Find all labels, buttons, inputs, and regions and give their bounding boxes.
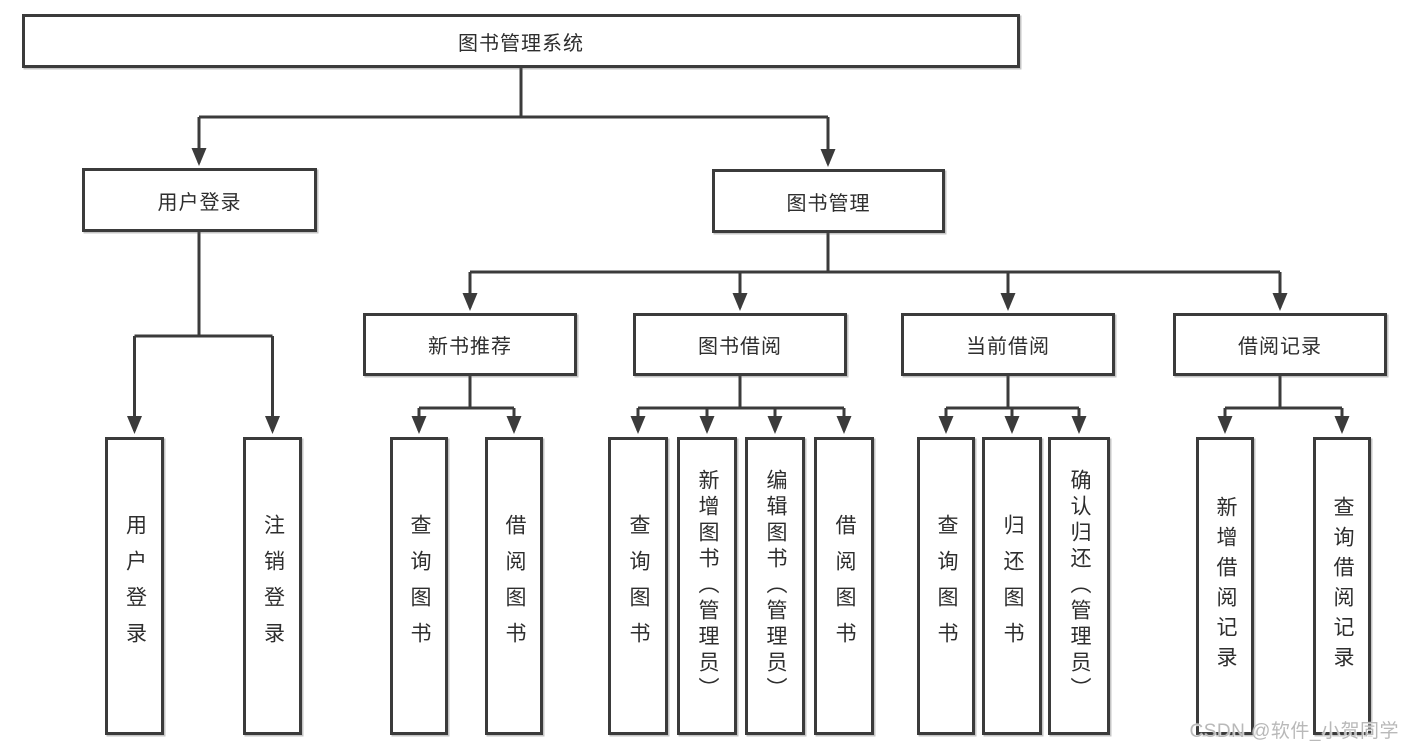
leaf-logout: 注销登录: [243, 437, 302, 735]
node-book-borrowing: 图书借阅: [633, 313, 847, 376]
node-user-login: 用户登录: [82, 168, 317, 232]
node-new-book-recommendation: 新书推荐: [363, 313, 577, 376]
leaf-query-books-2: 查询图书: [608, 437, 668, 735]
leaf-edit-book-admin: 编辑图书（管理员）: [745, 437, 805, 735]
leaf-query-books-1: 查询图书: [390, 437, 448, 735]
leaf-add-borrow-record: 新增借阅记录: [1196, 437, 1254, 735]
leaf-add-book-admin: 新增图书（管理员）: [677, 437, 737, 735]
leaf-borrow-books-2: 借阅图书: [814, 437, 874, 735]
node-borrowing-records: 借阅记录: [1173, 313, 1387, 376]
csdn-watermark: CSDN @软件_小贺同学: [1189, 721, 1399, 742]
node-current-borrowing: 当前借阅: [901, 313, 1115, 376]
leaf-query-borrow-record: 查询借阅记录: [1313, 437, 1371, 735]
node-library-management-system: 图书管理系统: [22, 14, 1020, 68]
leaf-borrow-books-1: 借阅图书: [485, 437, 543, 735]
leaf-user-login: 用户登录: [105, 437, 164, 735]
leaf-return-book: 归还图书: [982, 437, 1042, 735]
node-book-management: 图书管理: [712, 169, 945, 233]
leaf-confirm-return-admin: 确认归还（管理员）: [1048, 437, 1110, 735]
leaf-query-books-3: 查询图书: [917, 437, 975, 735]
